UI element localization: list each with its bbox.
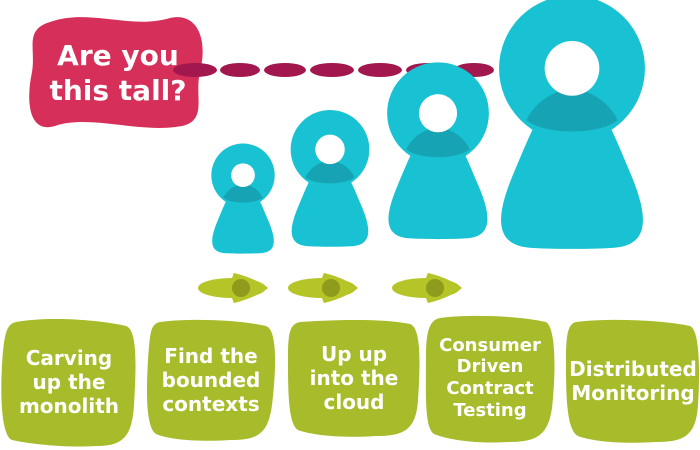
stage-label-4: Consumer Driven Contract Testing [439, 334, 541, 421]
dash-segment [310, 63, 354, 77]
question-text: Are you this tall? [49, 39, 187, 107]
dash-segment [220, 63, 260, 77]
stage-label-5: Distributed Monitoring [569, 357, 697, 405]
dash-segment [358, 63, 402, 77]
stage-label-3: Up up into the cloud [309, 342, 399, 414]
stage-label-1: Carving up the monolith [18, 346, 120, 418]
stage-box-4 [425, 315, 555, 443]
arrow-right-icon [392, 273, 462, 303]
person-icon [290, 110, 370, 247]
stage-box-5 [566, 319, 700, 443]
question-bubble [29, 17, 203, 128]
person-icon [211, 143, 275, 254]
dash-segment [173, 63, 217, 77]
person-icon [387, 62, 489, 240]
stage-label-2: Find the bounded contexts [161, 344, 261, 416]
arrow-right-icon [198, 273, 268, 303]
stage-box-1 [1, 319, 136, 447]
dash-segment [264, 63, 306, 77]
arrow-right-icon [288, 273, 358, 303]
person-icon [499, 0, 645, 249]
stage-box-3 [288, 320, 420, 437]
stage-box-2 [146, 319, 276, 441]
